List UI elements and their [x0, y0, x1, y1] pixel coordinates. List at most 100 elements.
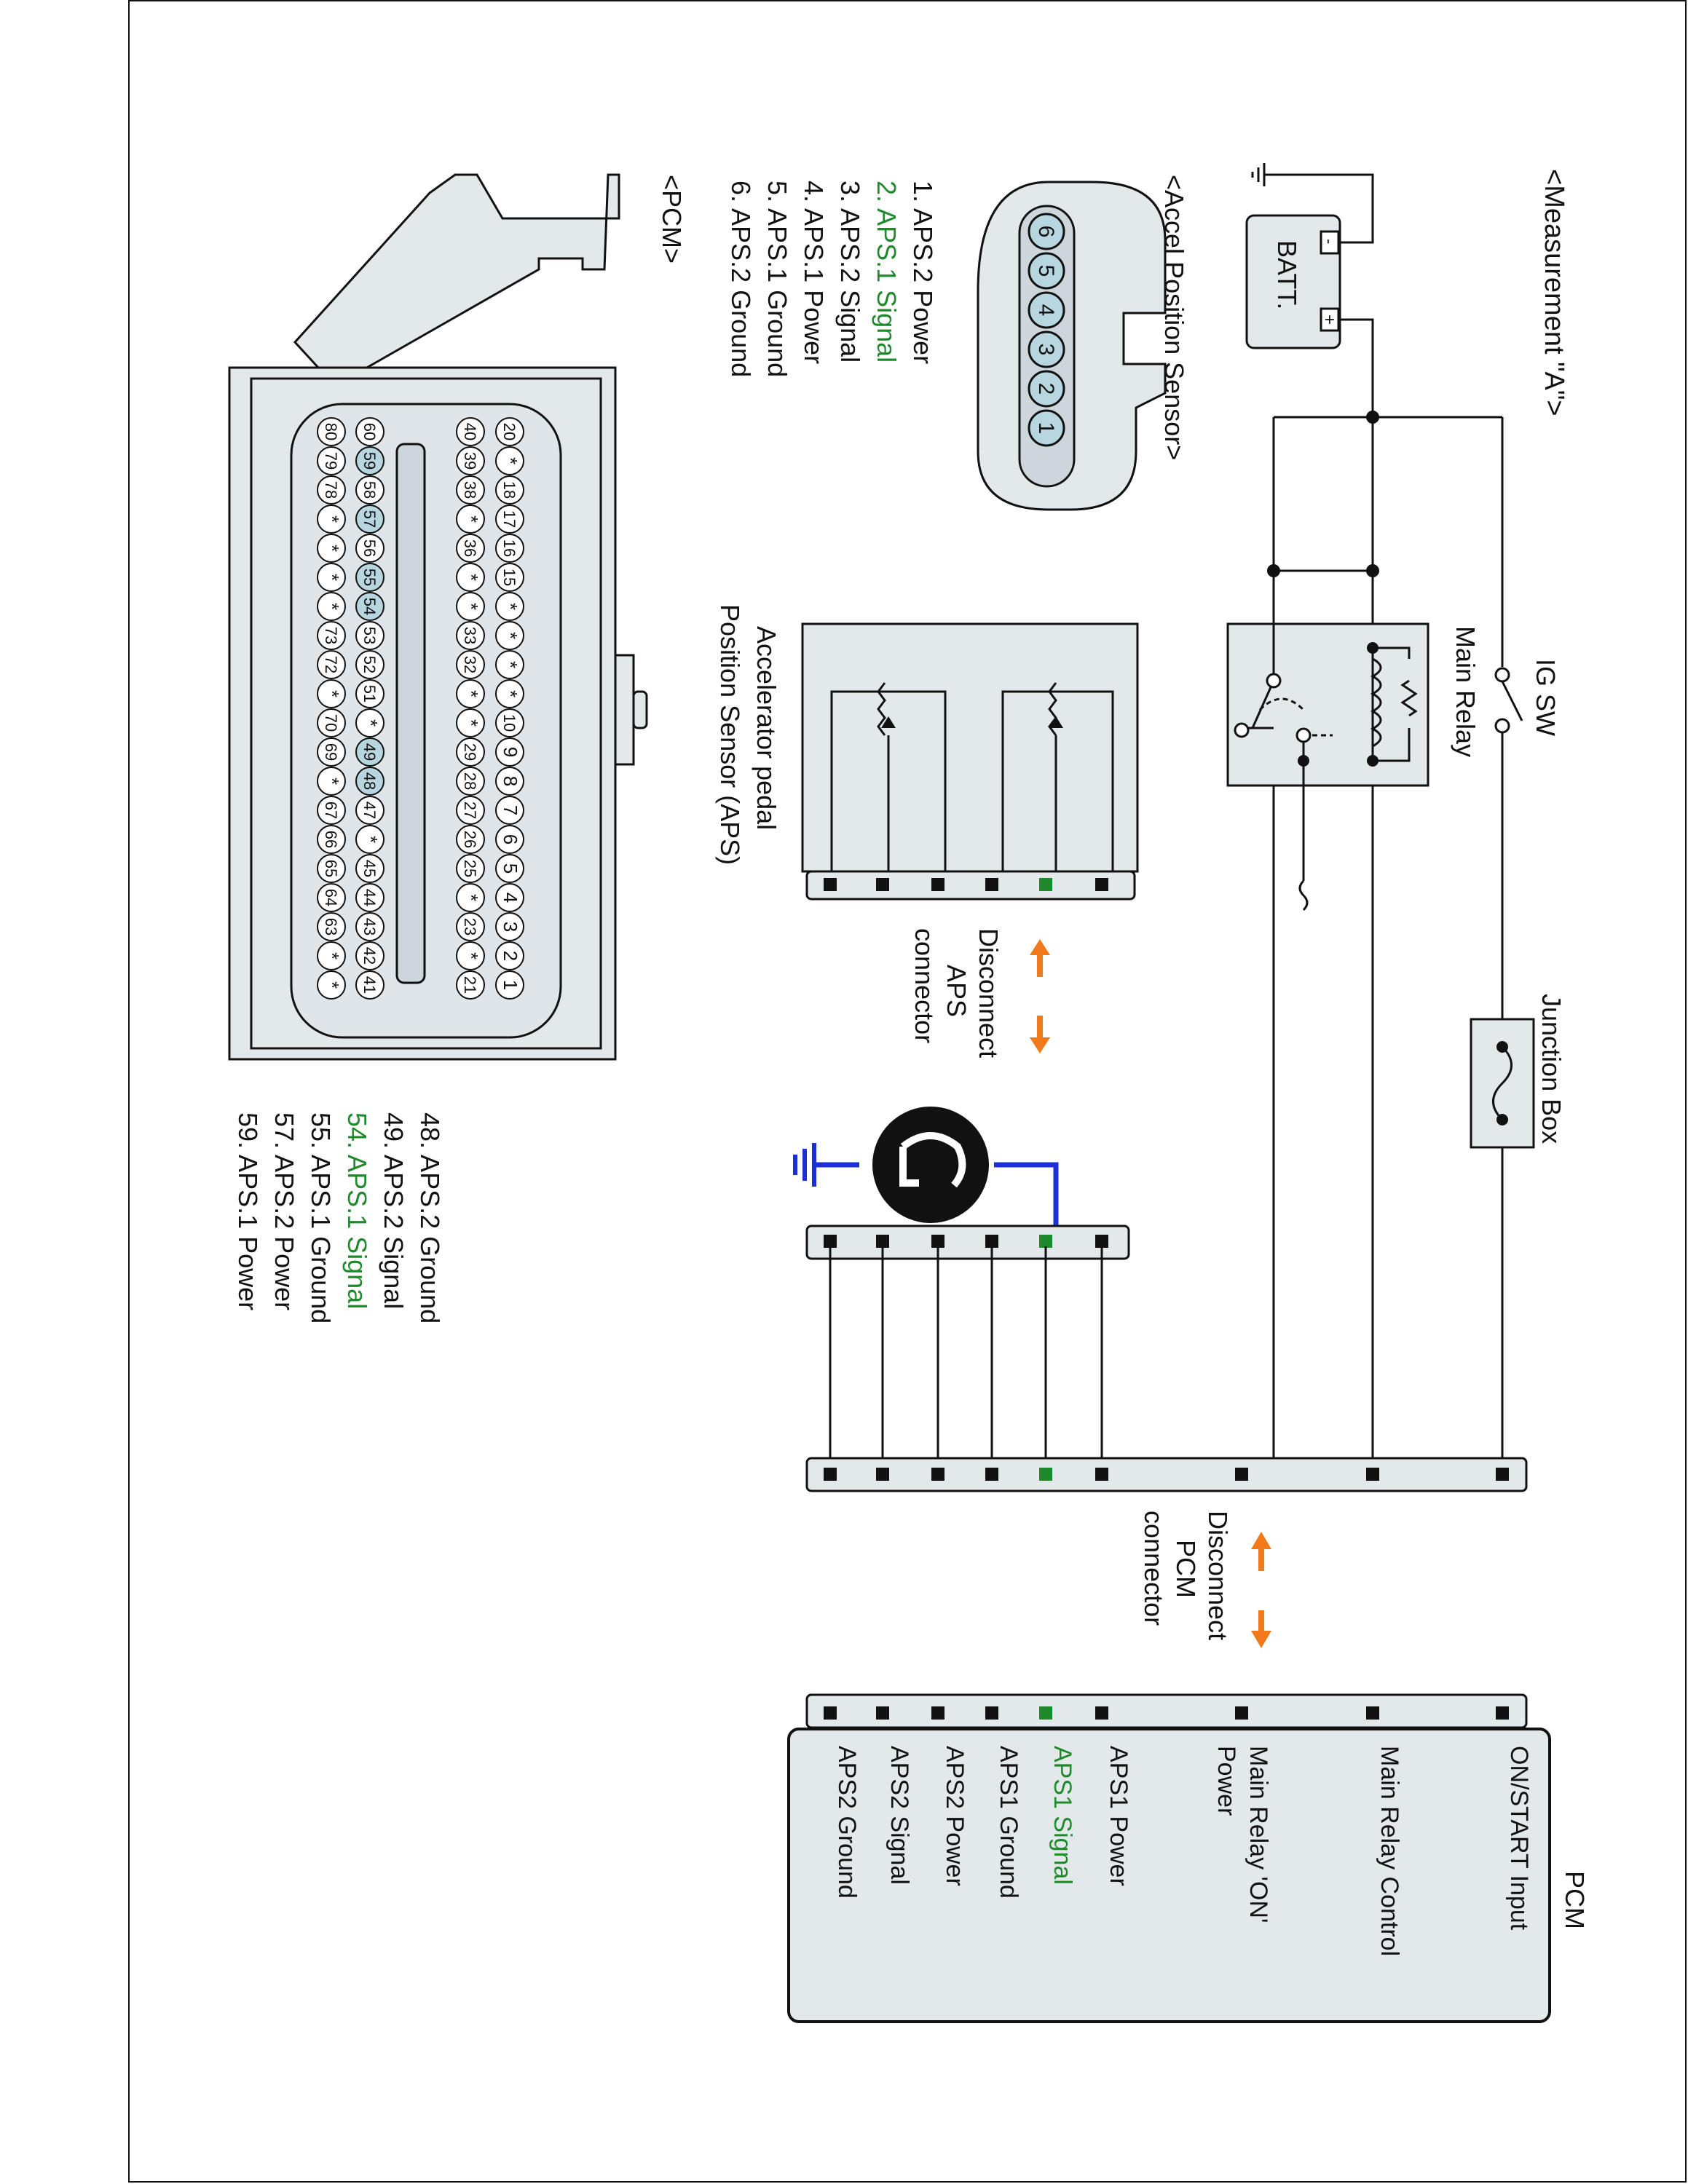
- aps-schematic: [801, 622, 1139, 901]
- aps-schem-pin-5: [824, 878, 837, 891]
- svg-text:connector: connector: [1139, 1511, 1169, 1626]
- pcm-pin-2-2: [355, 475, 384, 505]
- pcm-pin-label-1-11: 29: [461, 743, 479, 761]
- pcm-pin-label-0-3: 17: [500, 510, 518, 528]
- pcm-pin-label-3-19: *: [321, 981, 343, 989]
- pcm-pin-3-12: [317, 767, 346, 796]
- aps-legend-4: 4. APS.1 Power: [799, 181, 829, 364]
- pcm-connector-title: <PCM>: [657, 175, 687, 264]
- pcm-pin-3-2: [317, 475, 346, 505]
- pcm-pin-label-2-8: 52: [360, 656, 379, 673]
- pcm-pin-2-15: [355, 854, 384, 883]
- pcm-pin-1-0: [456, 417, 485, 446]
- svg-text:<PCM>: <PCM>: [657, 175, 687, 264]
- pcm-pin-label-2-6: 54: [360, 598, 379, 615]
- svg-text:APS: APS: [942, 965, 971, 1017]
- pcm-pin-1-17: [456, 912, 485, 941]
- pcm-pin-label-1-14: 26: [461, 831, 479, 848]
- pcm-pin-0-9: [495, 679, 524, 708]
- svg-text:connector: connector: [910, 928, 939, 1043]
- pcm-box-row-7: APS2 Signal: [886, 1746, 913, 1885]
- pcm-pin-0-5: [495, 563, 524, 592]
- svg-text:Disconnect: Disconnect: [974, 928, 1003, 1058]
- pcm-harness-connector: [805, 1457, 1528, 1492]
- pcm-pin-1-14: [456, 825, 485, 854]
- pcm-pin-label-0-14: 6: [500, 834, 521, 844]
- pcm-pin-0-7: [495, 621, 524, 650]
- aps-legend-3: 3. APS.2 Signal: [835, 181, 865, 363]
- mid-pin-2: [985, 1235, 998, 1248]
- pcm-pin-0-0: [495, 417, 524, 446]
- pcm-pin-0-13: [495, 796, 524, 825]
- pcm-pin-2-12: [355, 767, 384, 796]
- ig-sw-switch: [1494, 667, 1523, 734]
- svg-text:Disconnect: Disconnect: [1203, 1511, 1233, 1640]
- pcm-pin-label-0-5: 15: [500, 569, 518, 586]
- main-relay-label: Main Relay: [1451, 626, 1480, 757]
- pcm-connector-face: 20*18171615****10987654321403938*36**333…: [228, 173, 648, 1061]
- aps-schem-pin-3: [931, 878, 944, 891]
- pcm-legend-49: 49. APS.2 Signal: [379, 1112, 409, 1309]
- pcm-pin-0-2: [495, 475, 524, 505]
- pcm-pin-1-4: [456, 534, 485, 563]
- pcm-pin-1-3: [456, 505, 485, 534]
- pcm-pin-3-4: [317, 534, 346, 563]
- pcm-pin-label-3-15: 65: [322, 860, 340, 877]
- pcm-pin-label-2-12: 48: [360, 772, 379, 790]
- pcm-pin-1-12: [456, 767, 485, 796]
- pcm-pin-label-3-17: 63: [322, 918, 340, 935]
- pcm-pin-3-14: [317, 825, 346, 854]
- pcm-pin-2-5: [355, 563, 384, 592]
- pcm-pin-3-16: [317, 883, 346, 912]
- svg-text:<Accel Position Sensor>: <Accel Position Sensor>: [1159, 175, 1189, 460]
- pcm-pin-0-12: [495, 767, 524, 796]
- aps-legend-2: 2. APS.1 Signal: [872, 181, 902, 363]
- pcm-box-row-1: Main Relay Control: [1376, 1746, 1403, 1956]
- aps-pin-label-5: 5: [1034, 265, 1058, 277]
- pcm-pin-3-7: [317, 621, 346, 650]
- pcm-pin-0-11: [495, 737, 524, 767]
- pcm-legend-57: 57. APS.2 Power: [269, 1112, 299, 1310]
- pcm-harness-power-pin-2: [1496, 1468, 1509, 1481]
- pcm-pin-2-18: [355, 941, 384, 970]
- pcm-box-row-2: Main Relay 'ON': [1245, 1746, 1272, 1923]
- pcm-harness-pin-2: [985, 1468, 998, 1481]
- aps-pin-label-6: 6: [1034, 226, 1058, 238]
- pcm-pin-label-3-9: *: [321, 690, 343, 697]
- pcm-pin-label-2-18: 42: [360, 947, 379, 965]
- pcm-box-pin-3: [1095, 1706, 1108, 1720]
- pcm-pin-label-3-7: 73: [322, 627, 340, 644]
- svg-text:Main Relay: Main Relay: [1451, 626, 1480, 757]
- pcm-pin-label-1-10: *: [460, 719, 482, 727]
- pcm-pin-2-1: [355, 446, 384, 475]
- pcm-pin-label-0-16: 4: [500, 893, 521, 903]
- pcm-pin-0-14: [495, 825, 524, 854]
- pcm-pin-label-0-2: 18: [500, 481, 518, 499]
- aps-legend-6: 6. APS.2 Ground: [726, 181, 756, 377]
- wire-junction-dots: [1267, 411, 1379, 577]
- harness-lines: [829, 1246, 1103, 1469]
- pcm-pin-label-2-19: 41: [360, 976, 379, 994]
- pcm-pin-label-0-4: 16: [500, 539, 518, 557]
- battery-plus-terminal: [1320, 307, 1340, 332]
- pcm-box-row-0: ON/START Input: [1505, 1746, 1533, 1931]
- pcm-box-row-8: APS2 Ground: [833, 1746, 861, 1899]
- pcm-pin-label-1-0: 40: [461, 423, 479, 440]
- main-relay: [1226, 571, 1429, 911]
- pcm-pin-2-4: [355, 534, 384, 563]
- pcm-pin-3-9: [317, 679, 346, 708]
- measurement-title: <Measurement "A">: [1539, 169, 1569, 416]
- pcm-pin-3-19: [317, 970, 346, 1000]
- pcm-box-pin-6: [931, 1706, 944, 1720]
- pcm-pin-3-17: [317, 912, 346, 941]
- pcm-pin-0-4: [495, 534, 524, 563]
- aps-schem-pin-0: [1095, 878, 1108, 891]
- pcm-pin-2-11: [355, 737, 384, 767]
- ground-icon: [1251, 163, 1374, 244]
- pcm-box-row-3: APS1 Power: [1105, 1746, 1132, 1886]
- aps-schem-pin-2: [985, 878, 998, 891]
- pcm-pin-label-2-4: 56: [360, 539, 379, 557]
- pcm-pin-2-3: [355, 505, 384, 534]
- pcm-harness-pin-4: [876, 1468, 889, 1481]
- pcm-pin-0-1: [495, 446, 524, 475]
